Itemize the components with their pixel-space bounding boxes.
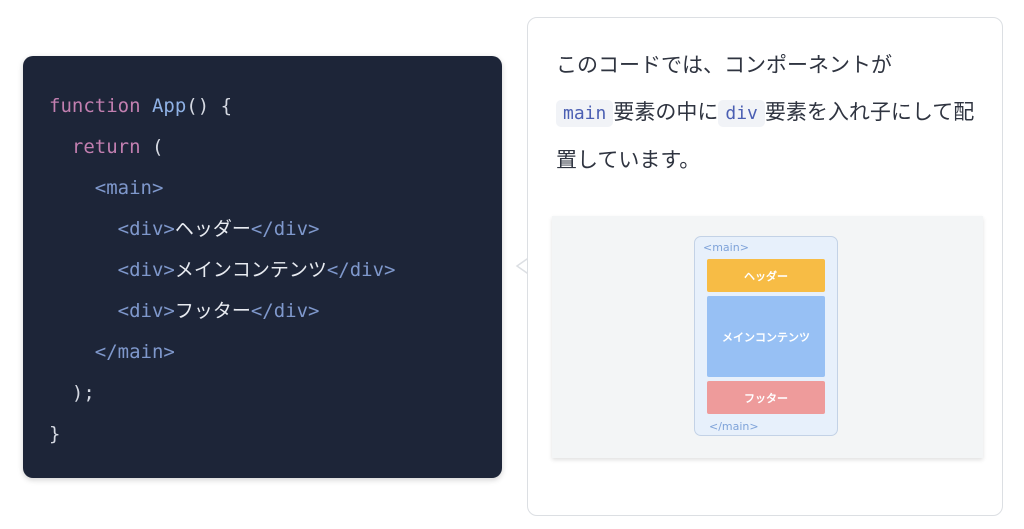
code-block: function App() { return ( <main> <div>ヘッ… bbox=[49, 86, 396, 455]
explanation-part-2: 要素の中に bbox=[613, 100, 719, 124]
div-close-tag: </div> bbox=[250, 218, 320, 240]
div-open-tag: <div> bbox=[117, 300, 175, 322]
keyword-return: return bbox=[71, 136, 141, 158]
code-line-header-div: <div>ヘッダー</div> bbox=[49, 209, 396, 250]
inline-code-main: main bbox=[556, 100, 614, 127]
main-open-label: <main> bbox=[703, 241, 749, 254]
inline-code-div: div bbox=[718, 100, 765, 127]
footer-text: フッター bbox=[174, 300, 251, 322]
layout-diagram: <main> ヘッダー メインコンテンツ フッター </main> bbox=[552, 216, 983, 458]
main-close-label: </main> bbox=[709, 420, 759, 433]
code-line-return-close: ); bbox=[49, 373, 396, 414]
main-element-box: <main> ヘッダー メインコンテンツ フッター </main> bbox=[694, 236, 838, 436]
main-open-tag: <main> bbox=[94, 177, 164, 199]
main-close-tag: </main> bbox=[94, 341, 175, 363]
code-line-content-div: <div>メインコンテンツ</div> bbox=[49, 250, 396, 291]
footer-section: フッター bbox=[707, 381, 825, 414]
explanation-part-3: 要素を入れ子にして配置しています。 bbox=[556, 100, 975, 172]
div-open-tag: <div> bbox=[117, 259, 175, 281]
return-paren: ( bbox=[140, 136, 164, 158]
header-text: ヘッダー bbox=[174, 218, 251, 240]
code-line-main-close: </main> bbox=[49, 332, 396, 373]
main-content-section: メインコンテンツ bbox=[707, 296, 825, 377]
div-close-tag: </div> bbox=[326, 259, 396, 281]
content-text: メインコンテンツ bbox=[174, 259, 327, 281]
code-line-function: function App() { bbox=[49, 86, 396, 127]
header-section: ヘッダー bbox=[707, 259, 825, 292]
div-open-tag: <div> bbox=[117, 218, 175, 240]
function-signature-rest: () { bbox=[186, 95, 233, 117]
function-name: App bbox=[151, 95, 187, 117]
code-line-return: return ( bbox=[49, 127, 396, 168]
return-close-paren: ); bbox=[71, 382, 95, 404]
code-line-main-open: <main> bbox=[49, 168, 396, 209]
keyword-function: function bbox=[49, 95, 141, 117]
code-line-function-close: } bbox=[49, 414, 396, 455]
div-close-tag: </div> bbox=[250, 300, 320, 322]
explanation-part-1: このコードでは、コンポーネントが bbox=[556, 53, 892, 77]
function-close-brace: } bbox=[49, 423, 61, 445]
code-line-footer-div: <div>フッター</div> bbox=[49, 291, 396, 332]
code-panel: function App() { return ( <main> <div>ヘッ… bbox=[23, 56, 502, 478]
